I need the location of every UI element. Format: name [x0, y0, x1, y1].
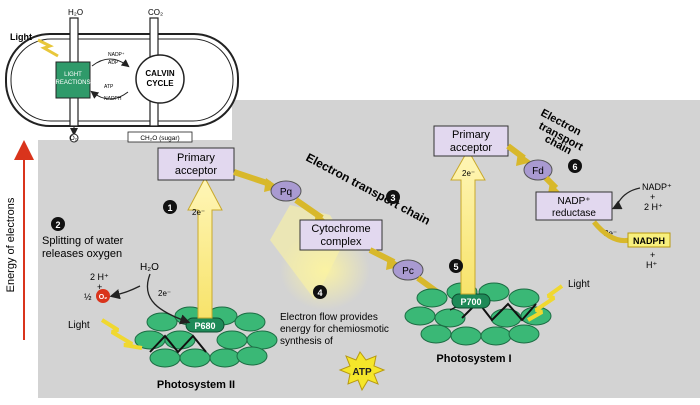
water-electron-path — [146, 273, 191, 325]
svg-text:+: + — [97, 282, 102, 292]
svg-text:2 H⁺: 2 H⁺ — [90, 272, 109, 282]
inset-calvin-cycle — [135, 54, 185, 104]
inset-light-reactions-box — [55, 61, 91, 99]
inset-lightning-icon — [37, 38, 59, 58]
svg-text:CYCLE: CYCLE — [146, 79, 174, 88]
svg-text:+: + — [650, 250, 655, 260]
svg-text:ADP: ADP — [108, 60, 119, 66]
ps1-excitation-arrow — [450, 148, 486, 295]
ps1-lightning-icon — [527, 284, 564, 322]
svg-text:energy for chemiosmotic: energy for chemiosmotic — [280, 324, 389, 335]
svg-text:H₂O: H₂O — [140, 262, 159, 273]
inset-chloroplast: H₂O CO₂ Light LIGHT REACTIONS NADP⁺ ADP … — [5, 8, 239, 143]
svg-text:Primary: Primary — [177, 152, 215, 164]
svg-text:P680: P680 — [194, 321, 215, 331]
energy-axis-label: Energy of electrons — [5, 197, 17, 292]
ps1-name: Photosystem I — [436, 353, 511, 365]
ps2-lightning-icon — [100, 318, 143, 350]
svg-text:Cytochrome: Cytochrome — [311, 223, 370, 235]
svg-text:complex: complex — [321, 236, 362, 248]
ps2-primary-acceptor — [157, 147, 235, 181]
step-3-marker — [386, 190, 400, 204]
atp-burst-icon — [338, 351, 386, 392]
cytochrome-complex — [299, 219, 383, 251]
svg-text:NADP⁺: NADP⁺ — [642, 182, 672, 192]
ps2-light-label: Light — [68, 320, 90, 331]
photosystem-ii: P680 2e⁻ Primary acceptor 1 2 Splitting … — [42, 147, 278, 391]
svg-text:5: 5 — [453, 262, 458, 272]
svg-text:2 H⁺: 2 H⁺ — [644, 202, 663, 212]
svg-text:2e⁻: 2e⁻ — [192, 208, 205, 217]
oxygen-molecule-icon — [96, 289, 110, 303]
fd-carrier — [523, 159, 553, 181]
step-5-marker — [449, 259, 463, 273]
step-6-marker — [568, 159, 582, 173]
svg-text:LIGHT: LIGHT — [64, 72, 82, 78]
step-2-marker — [51, 217, 65, 231]
svg-text:+: + — [650, 192, 655, 202]
svg-text:Pq: Pq — [280, 187, 292, 198]
splitting-water-text-1: Splitting of water — [42, 235, 124, 247]
svg-text:O₂: O₂ — [99, 294, 108, 301]
svg-text:NADP⁺: NADP⁺ — [557, 196, 590, 207]
svg-text:acceptor: acceptor — [175, 165, 218, 177]
atp-label: ATP — [352, 367, 372, 378]
ps1-light-label: Light — [568, 279, 590, 290]
svg-text:H⁺: H⁺ — [646, 260, 657, 270]
svg-text:4: 4 — [317, 288, 322, 298]
splitting-water-text-2: releases oxygen — [42, 248, 122, 260]
svg-text:Pc: Pc — [402, 266, 414, 277]
svg-text:3: 3 — [390, 193, 395, 203]
svg-text:Electron flow provides: Electron flow provides — [280, 312, 378, 323]
svg-text:Fd: Fd — [532, 166, 544, 177]
photosystem-i: P700 2e⁻ Primary acceptor 5 Light Photos… — [404, 125, 590, 365]
svg-text:½: ½ — [84, 292, 92, 302]
svg-text:reductase: reductase — [552, 208, 596, 219]
nadph-box — [627, 232, 671, 248]
step-1-marker — [163, 200, 177, 214]
inset-h2o-label: H₂O — [68, 8, 83, 17]
ps2-energy-transfer-zigzag — [149, 334, 207, 354]
svg-text:NADP⁺: NADP⁺ — [108, 52, 125, 58]
inset-sugar-label: CH₂O (sugar) — [140, 135, 179, 142]
svg-text:O₂: O₂ — [70, 136, 78, 142]
pq-carrier — [270, 180, 302, 202]
svg-text:synthesis of: synthesis of — [280, 336, 333, 347]
svg-text:CALVIN: CALVIN — [145, 69, 174, 78]
svg-text:2e⁻: 2e⁻ — [604, 229, 617, 238]
svg-text:REACTIONS: REACTIONS — [55, 80, 90, 86]
svg-text:2e⁻: 2e⁻ — [158, 289, 171, 298]
ps1-primary-acceptor — [433, 125, 509, 157]
svg-text:ATP: ATP — [104, 84, 114, 90]
svg-text:Primary: Primary — [452, 129, 490, 141]
chemiosmotic-note: 4 Electron flow provides energy for chem… — [280, 285, 389, 392]
svg-text:2: 2 — [55, 220, 60, 230]
inset-co2-label: CO₂ — [148, 8, 163, 17]
pc-carrier — [392, 259, 424, 281]
svg-text:NADPH: NADPH — [633, 236, 665, 246]
svg-text:1: 1 — [167, 203, 172, 213]
ps2-excitation-arrow — [187, 176, 223, 319]
ps2-name: Photosystem II — [157, 379, 235, 391]
svg-text:6: 6 — [572, 162, 577, 172]
inset-light-label: Light — [10, 32, 32, 42]
svg-text:2e⁻: 2e⁻ — [462, 169, 475, 178]
svg-text:acceptor: acceptor — [450, 142, 493, 154]
svg-text:P700: P700 — [460, 297, 481, 307]
step-4-marker — [313, 285, 327, 299]
